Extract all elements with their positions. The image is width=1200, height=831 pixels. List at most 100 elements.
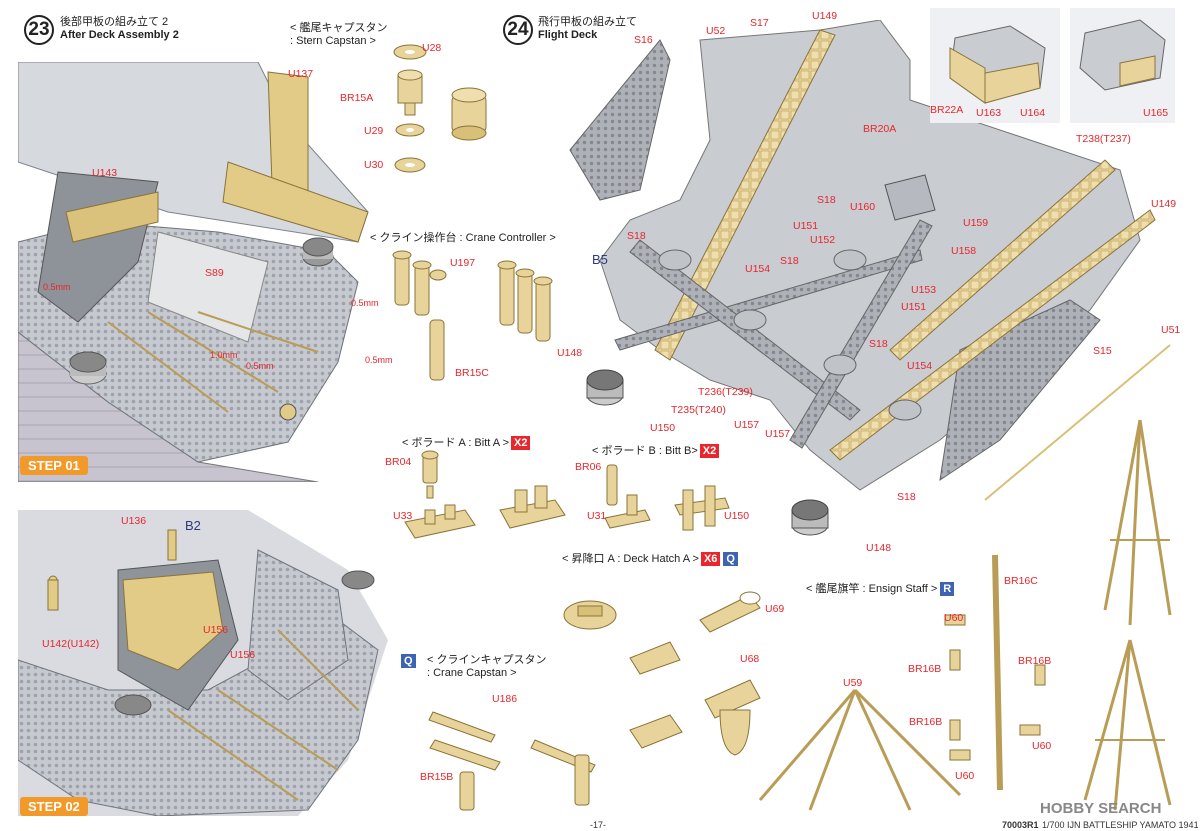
label-u159: U159 bbox=[963, 217, 989, 229]
section-crane-capstan: < クラインキャプスタン : Crane Capstan > bbox=[427, 654, 546, 680]
step-23-title-en: After Deck Assembly 2 bbox=[60, 29, 179, 41]
label-u60-a: U60 bbox=[944, 612, 964, 624]
label-s18-a: S18 bbox=[627, 230, 646, 242]
label-t238: T238(T237) bbox=[1076, 133, 1131, 145]
label-br16b-1: BR16B bbox=[908, 663, 942, 675]
label-u28: U28 bbox=[422, 42, 442, 54]
label-s17: S17 bbox=[750, 17, 769, 29]
section-bitt-b: < ボラード B : Bitt B>X2 bbox=[592, 444, 720, 458]
label-s15: S15 bbox=[1093, 345, 1112, 357]
after-deck-drawing-1 bbox=[18, 62, 369, 482]
label-u51: U51 bbox=[1161, 324, 1181, 336]
label-br16c: BR16C bbox=[1004, 575, 1038, 587]
inset-box-1 bbox=[930, 8, 1060, 123]
label-0.5mm-a: 0.5mm bbox=[43, 282, 71, 292]
label-b5: B5 bbox=[592, 252, 608, 267]
label-u197: U197 bbox=[450, 257, 476, 269]
label-br15a: BR15A bbox=[340, 92, 374, 104]
bitt-b-parts bbox=[604, 464, 730, 531]
label-u137: U137 bbox=[288, 68, 314, 80]
step-24-number: 24 bbox=[503, 15, 533, 45]
label-br06: BR06 bbox=[575, 461, 602, 473]
deck-hatch-q-badge: Q bbox=[723, 552, 738, 566]
label-u148-b: U148 bbox=[866, 542, 892, 554]
section-bitt-b-title: < ボラード B : Bitt B> bbox=[592, 445, 698, 457]
step-23-number: 23 bbox=[24, 15, 54, 45]
footer-code: 70003R1 bbox=[1002, 820, 1039, 830]
watermark: HOBBY SEARCH bbox=[1040, 800, 1162, 817]
crane-capstan-parts bbox=[428, 711, 596, 811]
label-br16b-2: BR16B bbox=[1018, 655, 1052, 667]
after-deck-drawing-2 bbox=[18, 510, 388, 816]
label-u68: U68 bbox=[740, 653, 760, 665]
label-s16: S16 bbox=[634, 34, 653, 46]
label-s18-e: S18 bbox=[897, 491, 916, 503]
label-br16b-3: BR16B bbox=[909, 716, 943, 728]
step-24-title-jp: 飛行甲板の組み立て bbox=[538, 16, 637, 28]
section-stern-capstan-jp: < 艦尾キャプスタン bbox=[290, 22, 388, 34]
label-u186: U186 bbox=[492, 693, 518, 705]
label-u151-b: U151 bbox=[901, 301, 927, 313]
label-u148-a: U148 bbox=[557, 347, 583, 359]
label-b2: B2 bbox=[185, 518, 201, 533]
label-s18-d: S18 bbox=[869, 338, 888, 350]
crane-controller-parts bbox=[392, 250, 553, 381]
label-br20a: BR20A bbox=[863, 123, 897, 135]
flight-deck-drawing bbox=[569, 20, 1171, 536]
deck-hatch-parts bbox=[563, 591, 761, 756]
label-s18-b: S18 bbox=[817, 194, 836, 206]
label-u154-a: U154 bbox=[745, 263, 771, 275]
label-u29: U29 bbox=[364, 125, 384, 137]
step-24-title: 飛行甲板の組み立て Flight Deck bbox=[538, 16, 637, 42]
label-u59: U59 bbox=[843, 677, 863, 689]
label-1.0mm: 1.0mm bbox=[210, 350, 238, 360]
stern-capstan-parts bbox=[393, 44, 487, 173]
label-t235: T235(T240) bbox=[671, 404, 726, 416]
step-24-title-en: Flight Deck bbox=[538, 29, 598, 41]
section-ensign-staff-title: < 艦尾旗竿 : Ensign Staff > bbox=[806, 583, 938, 595]
label-u153: U153 bbox=[911, 284, 937, 296]
label-u164: U164 bbox=[1020, 107, 1046, 119]
after-deck-illustration-2 bbox=[18, 510, 418, 816]
section-stern-capstan-en: : Stern Capstan > bbox=[290, 35, 376, 47]
label-br04: BR04 bbox=[385, 456, 412, 468]
label-0.5mm-b: 0.5mm bbox=[351, 298, 379, 308]
label-u156-a: U156 bbox=[203, 624, 229, 636]
label-t236: T236(T239) bbox=[698, 386, 753, 398]
step-01-button[interactable]: STEP 01 bbox=[20, 456, 88, 475]
label-s18-c: S18 bbox=[780, 255, 799, 267]
section-deck-hatch-title: < 昇降口 A : Deck Hatch A > bbox=[562, 553, 699, 565]
section-crane-capstan-en: : Crane Capstan > bbox=[427, 667, 517, 679]
label-u33: U33 bbox=[393, 510, 413, 522]
label-u143: U143 bbox=[92, 167, 118, 179]
label-0.5mm-d: 0.5mm bbox=[365, 355, 393, 365]
label-u154-b: U154 bbox=[907, 360, 933, 372]
label-u142: U142(U142) bbox=[42, 638, 100, 650]
label-0.5mm-c: 0.5mm bbox=[246, 361, 274, 371]
label-u69: U69 bbox=[765, 603, 785, 615]
label-u30: U30 bbox=[364, 159, 384, 171]
label-br22a: BR22A bbox=[930, 104, 964, 116]
label-u165: U165 bbox=[1143, 107, 1169, 119]
step-23-title-jp: 後部甲板の組み立て 2 bbox=[60, 16, 169, 28]
section-ensign-staff: < 艦尾旗竿 : Ensign Staff >R bbox=[806, 582, 955, 596]
deck-hatch-qty-badge: X6 bbox=[700, 552, 721, 566]
label-s89: S89 bbox=[205, 267, 224, 279]
section-bitt-a: < ボラード A : Bitt A >X2 bbox=[402, 436, 531, 450]
label-br15b: BR15B bbox=[420, 771, 454, 783]
label-u150-a: U150 bbox=[650, 422, 676, 434]
inset-box-2 bbox=[1070, 8, 1175, 123]
bitt-b-qty-badge: X2 bbox=[699, 444, 720, 458]
label-u156-b: U156 bbox=[230, 649, 256, 661]
section-bitt-a-title: < ボラード A : Bitt A > bbox=[402, 437, 509, 449]
label-br15c: BR15C bbox=[455, 367, 489, 379]
label-u149-b: U149 bbox=[1151, 198, 1177, 210]
step-02-button[interactable]: STEP 02 bbox=[20, 797, 88, 816]
bitt-a-qty-badge: X2 bbox=[511, 436, 531, 450]
label-u163: U163 bbox=[976, 107, 1002, 119]
after-deck-illustration-1 bbox=[18, 62, 378, 482]
label-u150-b: U150 bbox=[724, 510, 750, 522]
section-crane-controller: < クライン操作台 : Crane Controller > bbox=[370, 232, 556, 244]
label-u157-a: U157 bbox=[734, 419, 760, 431]
